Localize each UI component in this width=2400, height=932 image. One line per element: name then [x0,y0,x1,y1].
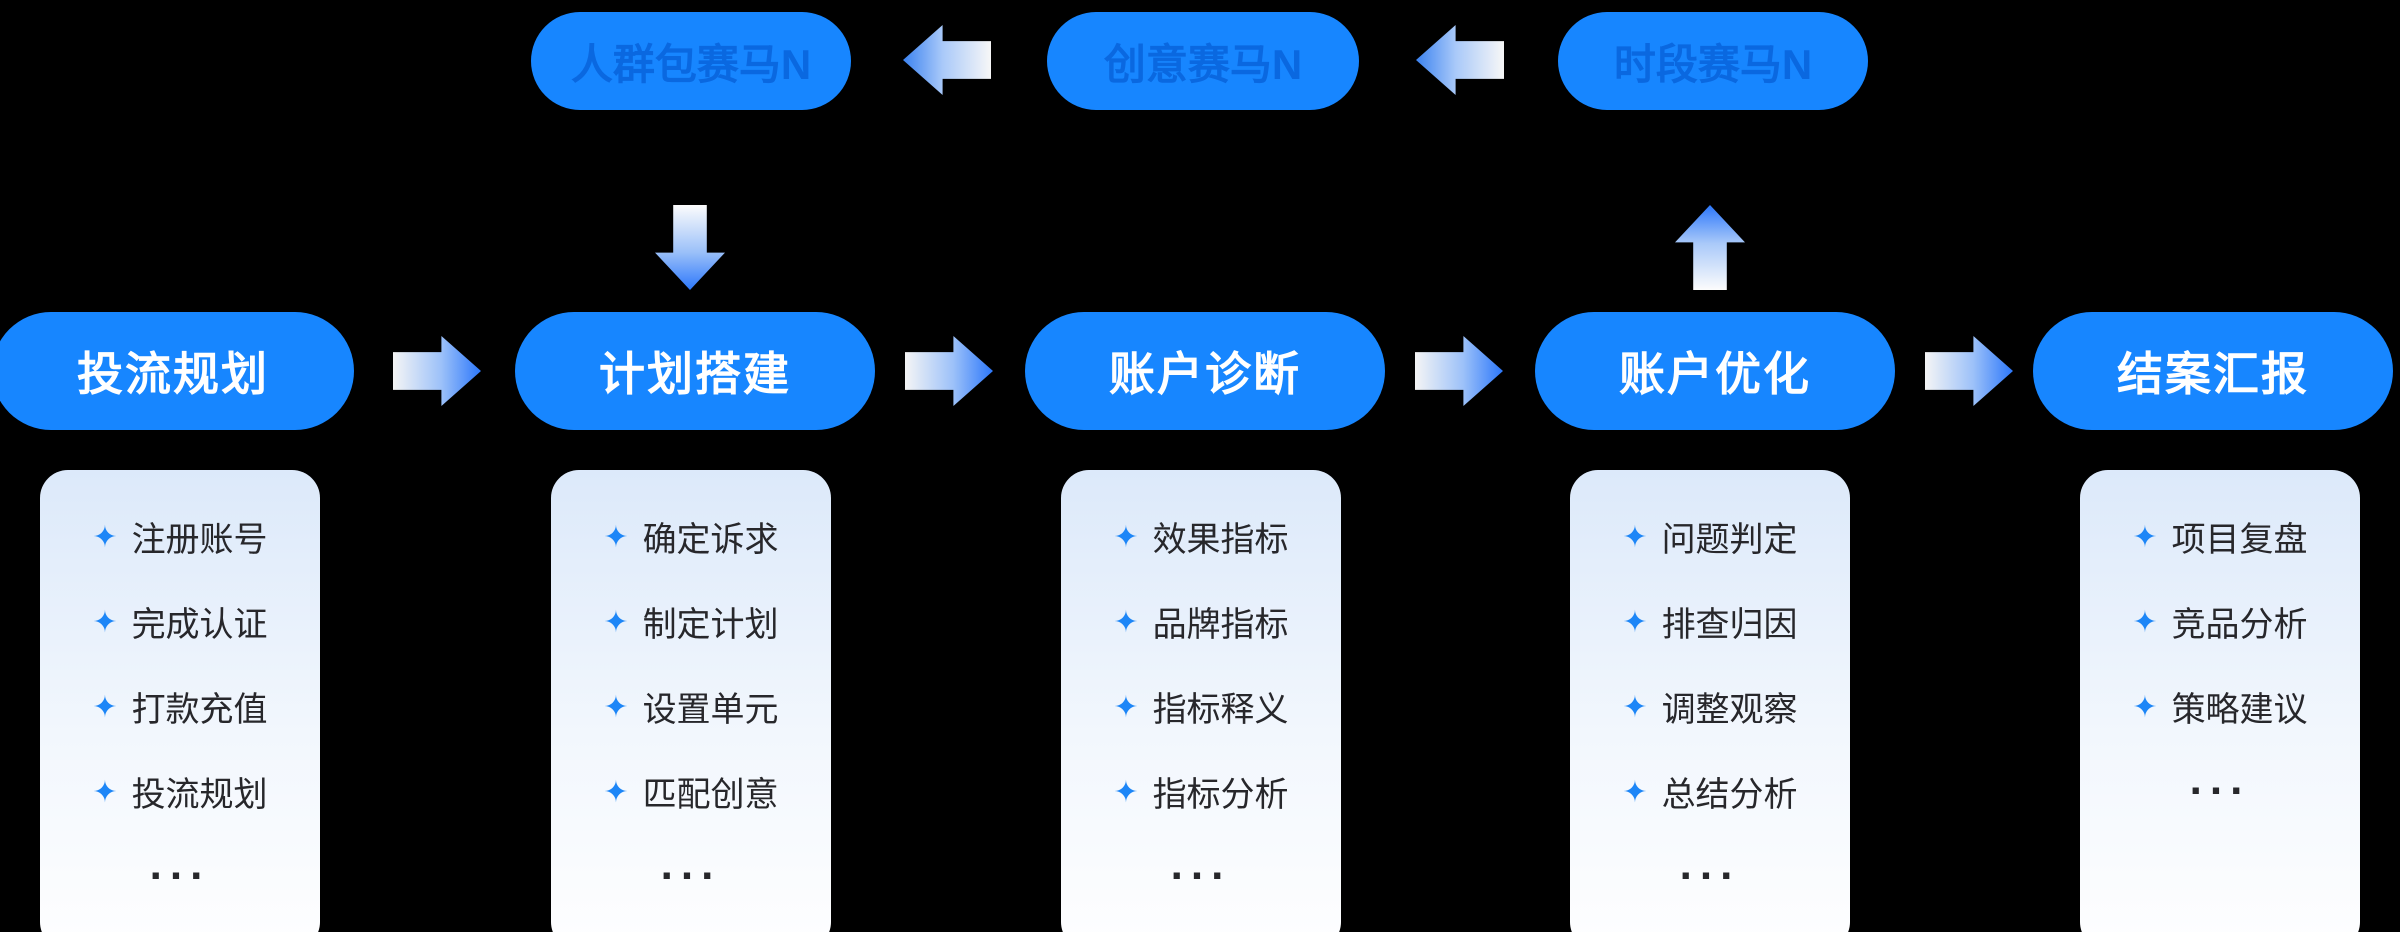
diamond-bullet-icon: ✦ [1113,605,1139,639]
ellipsis-label: ... [660,839,722,889]
list-item: ✦ 总结分析 [1570,749,1850,834]
ellipsis-item: ... [1570,834,1850,919]
list-item-label: 指标释义 [1152,691,1289,729]
list-item-label: 调整观察 [1661,691,1798,729]
list-item: ✦ 项目复盘 [2080,494,2360,579]
ellipsis-label: ... [1170,839,1232,889]
list-item-label: 策略建议 [2171,691,2308,729]
list-item-label: 制定计划 [642,606,779,644]
stage-card-campaign-build: ✦ 确定诉求 ✦ 制定计划 ✦ 设置单元 ✦ 匹配创意 ... [551,470,831,932]
list-item: ✦ 制定计划 [551,579,831,664]
list-item: ✦ 指标分析 [1061,749,1341,834]
list-item: ✦ 品牌指标 [1061,579,1341,664]
stage-card-account-optimization: ✦ 问题判定 ✦ 排查归因 ✦ 调整观察 ✦ 总结分析 ... [1570,470,1850,932]
list-item: ✦ 调整观察 [1570,664,1850,749]
arrow-down-icon [655,205,725,290]
ellipsis-item: ... [1061,834,1341,919]
list-item: ✦ 策略建议 [2080,664,2360,749]
stage-pill-label: 投流规划 [77,348,269,400]
list-item: ✦ 竞品分析 [2080,579,2360,664]
diamond-bullet-icon: ✦ [1622,690,1648,724]
ellipsis-item: ... [2080,749,2360,834]
top-pill-timeslot-race: 时段赛马N [1558,12,1868,110]
list-item-label: 指标分析 [1152,776,1289,814]
diamond-bullet-icon: ✦ [603,690,629,724]
top-pill-creative-race: 创意赛马N [1047,12,1359,110]
stage-pill-planning: 投流规划 [0,312,354,430]
diamond-bullet-icon: ✦ [1622,605,1648,639]
arrow-right-icon [1415,336,1503,406]
stage-pill-label: 结案汇报 [2117,348,2309,400]
list-item-label: 品牌指标 [1152,606,1289,644]
arrow-right-icon [1925,336,2013,406]
diamond-bullet-icon: ✦ [92,605,118,639]
list-item-label: 匹配创意 [642,776,779,814]
list-item-label: 投流规划 [131,776,268,814]
list-item-label: 注册账号 [131,521,268,559]
list-item: ✦ 打款充值 [40,664,320,749]
stage-pill-final-report: 结案汇报 [2033,312,2393,430]
list-item-label: 问题判定 [1661,521,1798,559]
diamond-bullet-icon: ✦ [2132,605,2158,639]
list-item-label: 完成认证 [131,606,268,644]
diamond-bullet-icon: ✦ [1622,520,1648,554]
stage-card-final-report: ✦ 项目复盘 ✦ 竞品分析 ✦ 策略建议 ... [2080,470,2360,932]
list-item-label: 排查归因 [1661,606,1798,644]
arrow-right-icon [393,336,481,406]
top-pill-audience-race: 人群包赛马N [531,12,851,110]
stage-pill-campaign-build: 计划搭建 [515,312,875,430]
diamond-bullet-icon: ✦ [92,520,118,554]
stage-pill-account-diagnosis: 账户诊断 [1025,312,1385,430]
diamond-bullet-icon: ✦ [603,775,629,809]
list-item: ✦ 注册账号 [40,494,320,579]
top-pill-label: 时段赛马N [1613,40,1813,88]
stage-card-planning: ✦ 注册账号 ✦ 完成认证 ✦ 打款充值 ✦ 投流规划 ... [40,470,320,932]
diamond-bullet-icon: ✦ [1113,690,1139,724]
list-item-label: 设置单元 [642,691,779,729]
list-item-label: 确定诉求 [642,521,779,559]
list-item: ✦ 问题判定 [1570,494,1850,579]
diamond-bullet-icon: ✦ [1113,520,1139,554]
list-item: ✦ 匹配创意 [551,749,831,834]
list-item-label: 打款充值 [131,691,268,729]
ellipsis-label: ... [149,839,211,889]
diamond-bullet-icon: ✦ [603,605,629,639]
list-item-label: 效果指标 [1152,521,1289,559]
arrow-right-icon [905,336,993,406]
stage-pill-account-optimization: 账户优化 [1535,312,1895,430]
diamond-bullet-icon: ✦ [2132,520,2158,554]
diamond-bullet-icon: ✦ [92,775,118,809]
arrow-left-icon [1416,25,1504,95]
diamond-bullet-icon: ✦ [603,520,629,554]
stage-pill-label: 账户优化 [1619,348,1811,400]
ellipsis-label: ... [1679,839,1741,889]
list-item-label: 竞品分析 [2171,606,2308,644]
arrow-up-icon [1675,205,1745,290]
list-item: ✦ 指标释义 [1061,664,1341,749]
ellipsis-label: ... [2189,754,2251,804]
diamond-bullet-icon: ✦ [1622,775,1648,809]
diamond-bullet-icon: ✦ [1113,775,1139,809]
stage-pill-label: 账户诊断 [1109,348,1301,400]
list-item: ✦ 设置单元 [551,664,831,749]
stage-card-account-diagnosis: ✦ 效果指标 ✦ 品牌指标 ✦ 指标释义 ✦ 指标分析 ... [1061,470,1341,932]
ellipsis-item: ... [551,834,831,919]
diamond-bullet-icon: ✦ [2132,690,2158,724]
top-pill-label: 创意赛马N [1103,40,1303,88]
list-item-label: 项目复盘 [2171,521,2308,559]
list-item: ✦ 确定诉求 [551,494,831,579]
list-item: ✦ 完成认证 [40,579,320,664]
list-item: ✦ 排查归因 [1570,579,1850,664]
list-item: ✦ 效果指标 [1061,494,1341,579]
diamond-bullet-icon: ✦ [92,690,118,724]
ellipsis-item: ... [40,834,320,919]
top-pill-label: 人群包赛马N [570,40,812,88]
list-item-label: 总结分析 [1661,776,1798,814]
list-item: ✦ 投流规划 [40,749,320,834]
stage-pill-label: 计划搭建 [599,348,791,400]
arrow-left-icon [903,25,991,95]
